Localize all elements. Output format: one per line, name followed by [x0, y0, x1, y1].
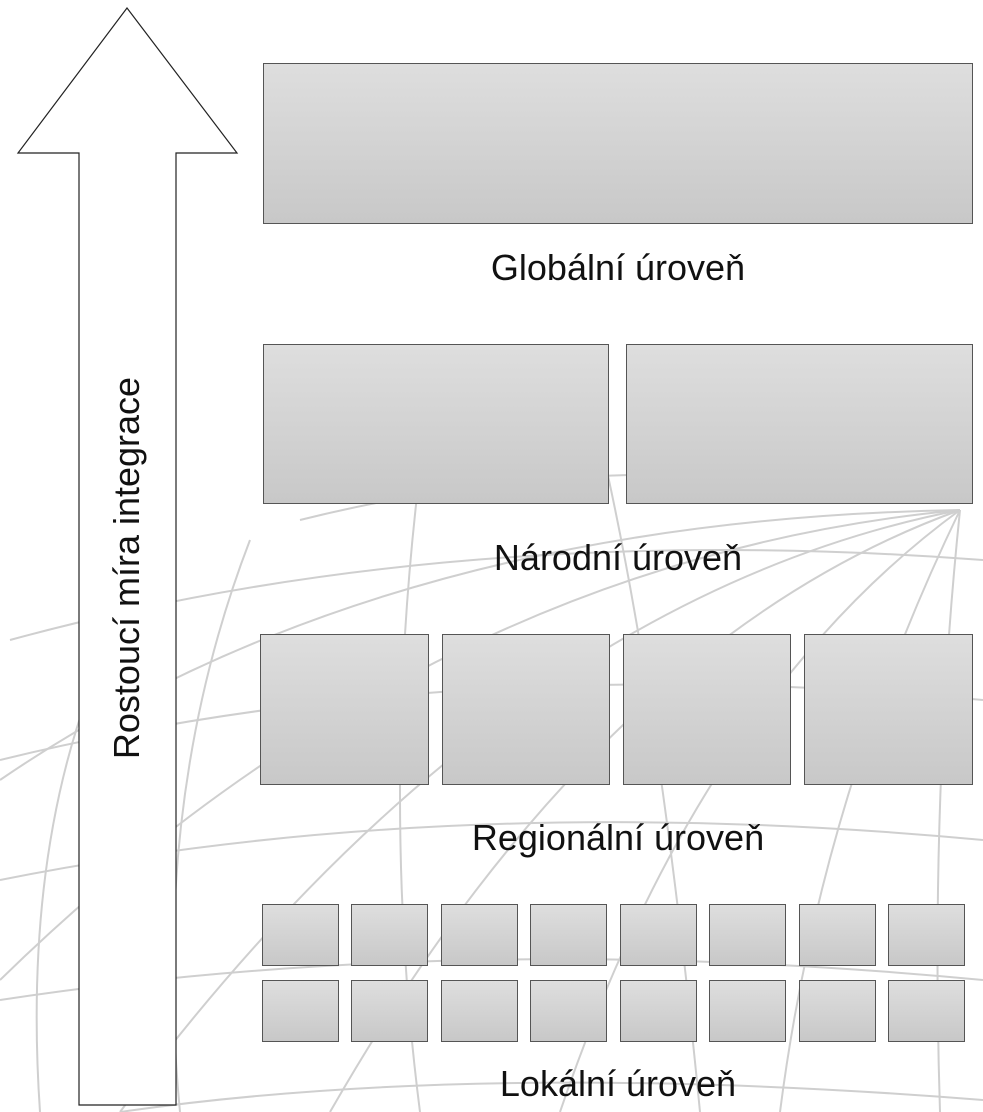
local-box — [709, 904, 786, 966]
local-box — [441, 904, 518, 966]
regional-box — [442, 634, 610, 785]
local-box — [888, 980, 965, 1042]
regional-box — [260, 634, 429, 785]
arrow-label: Rostoucí míra integrace — [106, 376, 147, 760]
national-level-label: Národní úroveň — [493, 537, 743, 578]
global-box — [263, 63, 973, 224]
local-box — [620, 904, 697, 966]
regional-box — [623, 634, 791, 785]
local-box — [799, 904, 876, 966]
global-level-label: Globální úroveň — [490, 247, 746, 288]
arrow-shape — [16, 7, 239, 1106]
regional-box — [804, 634, 973, 785]
local-box — [351, 980, 428, 1042]
local-box — [709, 980, 786, 1042]
local-box — [888, 904, 965, 966]
regional-level-label: Regionální úroveň — [471, 817, 765, 858]
national-box — [626, 344, 973, 504]
local-box — [799, 980, 876, 1042]
local-box — [441, 980, 518, 1042]
local-box — [530, 980, 607, 1042]
local-level-label: Lokální úroveň — [499, 1063, 737, 1104]
local-box — [530, 904, 607, 966]
national-box — [263, 344, 609, 504]
local-box — [262, 904, 339, 966]
local-box — [262, 980, 339, 1042]
local-box — [351, 904, 428, 966]
local-box — [620, 980, 697, 1042]
